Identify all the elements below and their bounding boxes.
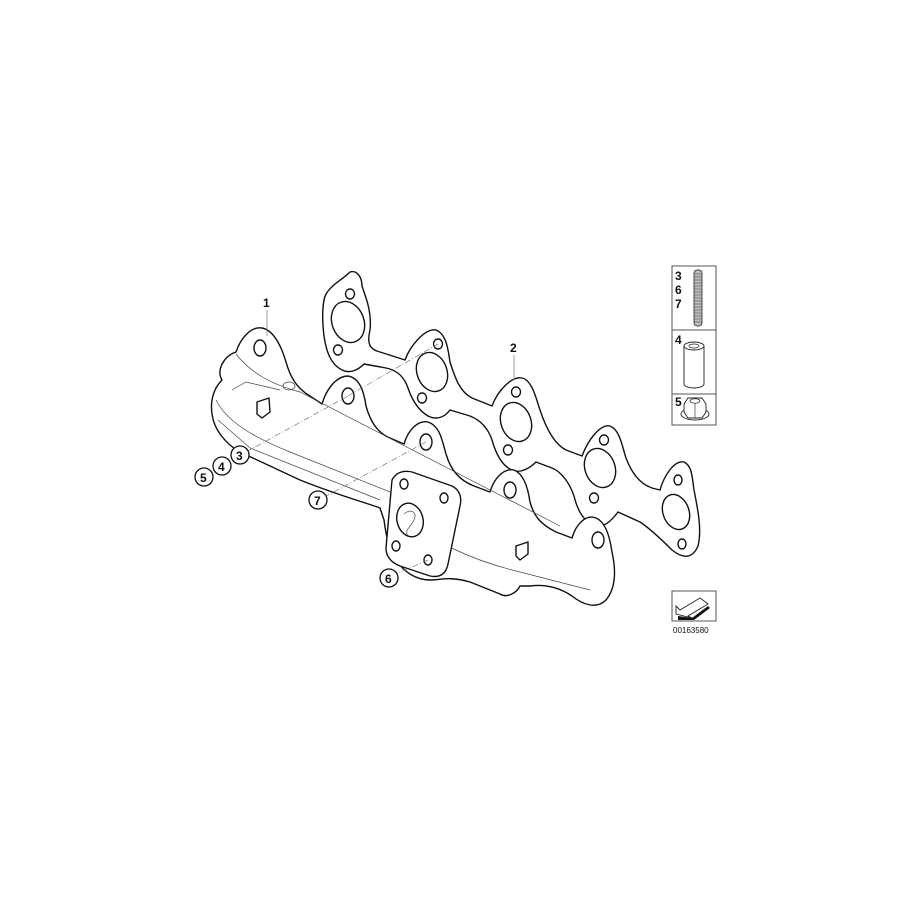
- orientation-panel: [671, 590, 717, 622]
- callout-7[interactable]: 7: [308, 490, 328, 510]
- callout-5[interactable]: 5: [194, 467, 214, 487]
- svg-text:3: 3: [675, 269, 682, 283]
- callout-1[interactable]: 1: [263, 296, 270, 310]
- legend-row-sleeve[interactable]: 4: [675, 333, 705, 389]
- svg-text:5: 5: [200, 471, 207, 485]
- callout-2[interactable]: 2: [510, 341, 517, 355]
- fastener-legend: 3 6 7 4 5: [671, 265, 717, 426]
- diagram-id: 00163580: [673, 626, 709, 635]
- svg-text:1: 1: [263, 296, 270, 310]
- exhaust-manifold[interactable]: [210, 327, 616, 606]
- stud-bolt-icon: [693, 269, 703, 327]
- legend-row-nut[interactable]: 5: [675, 395, 710, 421]
- svg-text:5: 5: [675, 395, 682, 409]
- callout-3[interactable]: 3: [230, 445, 250, 465]
- svg-text:6: 6: [385, 572, 392, 586]
- svg-text:6: 6: [675, 283, 682, 297]
- sleeve-icon: [683, 341, 705, 389]
- svg-text:4: 4: [675, 333, 682, 347]
- direction-arrow-icon: [675, 597, 710, 620]
- leader-lines: [245, 310, 515, 575]
- legend-row-stud[interactable]: 3 6 7: [675, 269, 703, 327]
- callout-6[interactable]: 6: [379, 568, 399, 588]
- callout-4[interactable]: 4: [212, 456, 232, 476]
- svg-text:4: 4: [218, 460, 225, 474]
- svg-text:2: 2: [510, 341, 517, 355]
- svg-text:7: 7: [314, 494, 321, 508]
- svg-text:3: 3: [236, 449, 243, 463]
- svg-text:7: 7: [675, 297, 682, 311]
- exhaust-gasket[interactable]: [321, 270, 701, 557]
- hex-nut-icon: [680, 397, 710, 421]
